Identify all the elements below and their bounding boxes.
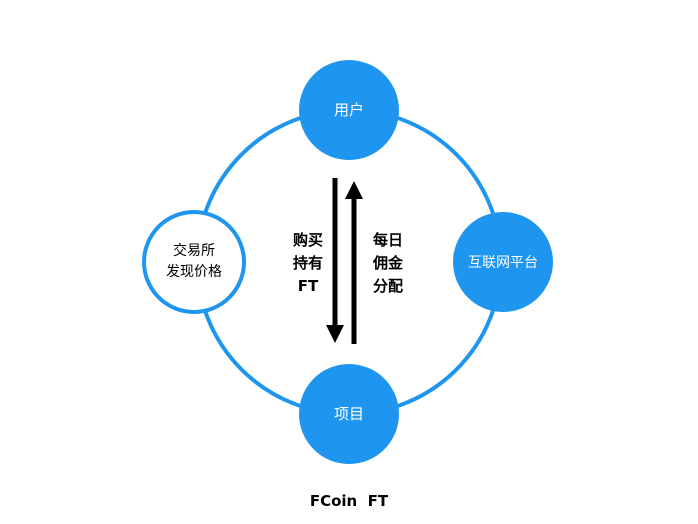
node-project-label: 项目 <box>334 405 364 423</box>
node-exchange-label-line1: 交易所 <box>173 242 215 259</box>
node-platform-label: 互联网平台 <box>468 255 538 271</box>
node-platform: 互联网平台 <box>453 212 553 312</box>
node-exchange-circle <box>142 210 246 314</box>
arrow-down-label-line1: 购买 <box>293 231 323 249</box>
arrow-up-shaft <box>351 196 357 344</box>
arrow-up-head <box>345 181 363 199</box>
node-user-circle <box>299 60 399 160</box>
arrow-down-shaft <box>332 178 338 328</box>
arrow-down <box>326 178 344 343</box>
arrow-down-label-line2: 持有 <box>293 254 323 272</box>
node-exchange-label-line2: 发现价格 <box>166 264 222 280</box>
node-exchange: 交易所 发现价格 <box>142 210 246 314</box>
arrow-down-head <box>326 325 344 343</box>
arrow-down-label-line3: FT <box>298 277 319 295</box>
arrow-up-label-line3: 分配 <box>373 277 403 295</box>
arrow-up-label-line1: 每日 <box>373 231 403 249</box>
arrow-up-label-line2: 佣金 <box>372 254 404 272</box>
diagram-caption: FCoin FT <box>310 492 389 510</box>
node-user: 用户 <box>299 60 399 160</box>
node-platform-circle <box>453 212 553 312</box>
arrow-up <box>345 181 363 344</box>
node-project-circle <box>299 364 399 464</box>
node-user-label: 用户 <box>334 101 364 119</box>
node-project: 项目 <box>299 364 399 464</box>
